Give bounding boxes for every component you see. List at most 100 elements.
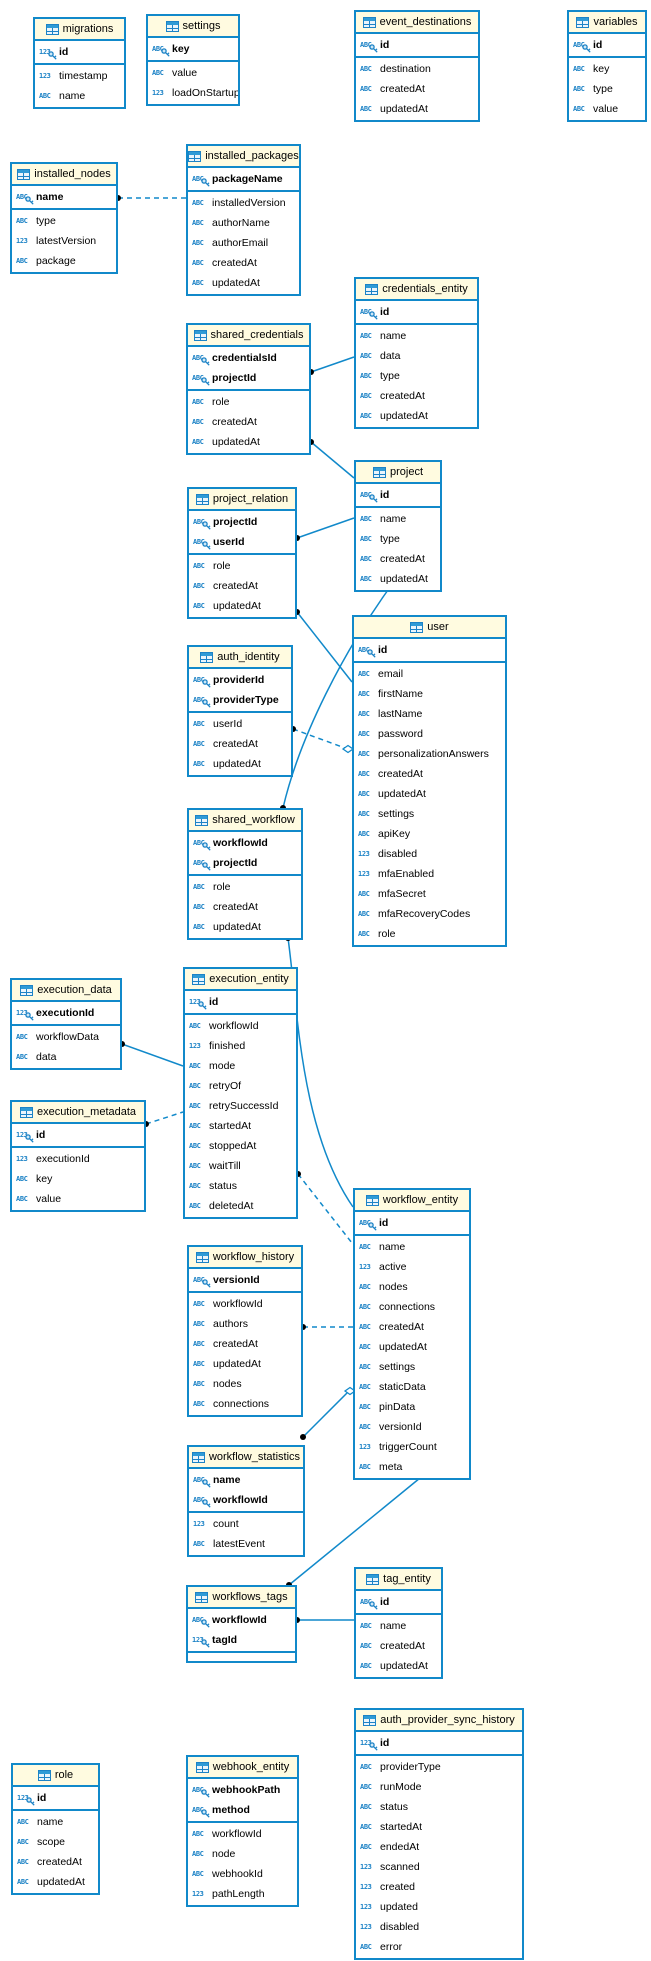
table-header-project_relation[interactable]: project_relation bbox=[189, 489, 295, 511]
table-header-event_destinations[interactable]: event_destinations bbox=[356, 12, 478, 34]
table-header-variables[interactable]: variables bbox=[569, 12, 645, 34]
table-header-migrations[interactable]: migrations bbox=[35, 19, 124, 41]
table-header-auth_provider_sync_history[interactable]: auth_provider_sync_history bbox=[356, 1710, 522, 1732]
relation-workflow_statistics-workflow_entity[interactable] bbox=[302, 1392, 348, 1438]
table-header-shared_credentials[interactable]: shared_credentials bbox=[188, 325, 309, 347]
table-header-webhook_entity[interactable]: webhook_entity bbox=[188, 1757, 297, 1779]
table-header-installed_packages[interactable]: installed_packages bbox=[188, 146, 299, 168]
table-header-credentials_entity[interactable]: credentials_entity bbox=[356, 279, 477, 301]
table-header-workflow_entity[interactable]: workflow_entity bbox=[355, 1190, 469, 1212]
relation-execution_entity-workflow_entity[interactable] bbox=[297, 1173, 353, 1244]
table-header-user[interactable]: user bbox=[354, 617, 505, 639]
table-header-tag_entity[interactable]: tag_entity bbox=[356, 1569, 441, 1591]
relation-shared_credentials-project[interactable] bbox=[310, 441, 355, 479]
relation-project_relation-user[interactable] bbox=[296, 611, 353, 683]
table-header-shared_workflow[interactable]: shared_workflow bbox=[189, 810, 301, 832]
relation-project_relation-project[interactable] bbox=[296, 517, 355, 539]
table-header-installed_nodes[interactable]: installed_nodes bbox=[12, 164, 116, 186]
table-header-project[interactable]: project bbox=[356, 462, 440, 484]
relation-execution_data-execution_entity[interactable] bbox=[121, 1043, 184, 1067]
table-header-workflow_history[interactable]: workflow_history bbox=[189, 1247, 301, 1269]
relation-execution_metadata-execution_entity[interactable] bbox=[145, 1111, 184, 1125]
relation-shared_credentials-credentials_entity[interactable] bbox=[310, 356, 355, 373]
